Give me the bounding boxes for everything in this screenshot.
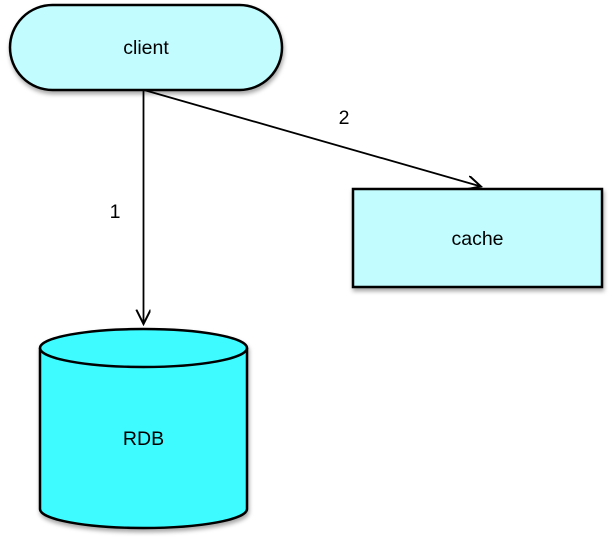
node-rdb-label: RDB [123, 428, 164, 450]
node-client-label: client [123, 37, 169, 59]
node-cache-shape [351, 187, 604, 289]
node-client: client [8, 3, 284, 92]
edge-client-to-rdb: 1 [110, 90, 144, 324]
edge-client-to-cache-label: 2 [339, 107, 350, 129]
node-rdb-shape [38, 327, 249, 530]
node-cache: cache [351, 187, 604, 289]
node-rdb-cylinder-body [38, 348, 249, 530]
node-rdb-cylinder-top [38, 327, 249, 369]
node-rdb: RDB [38, 327, 249, 530]
node-client-shape [8, 3, 284, 92]
edge-client-to-cache-line [143, 89, 481, 187]
edge-client-to-rdb-label: 1 [110, 201, 121, 223]
edge-client-to-cache: 2 [143, 89, 481, 187]
node-cache-label: cache [451, 228, 503, 250]
